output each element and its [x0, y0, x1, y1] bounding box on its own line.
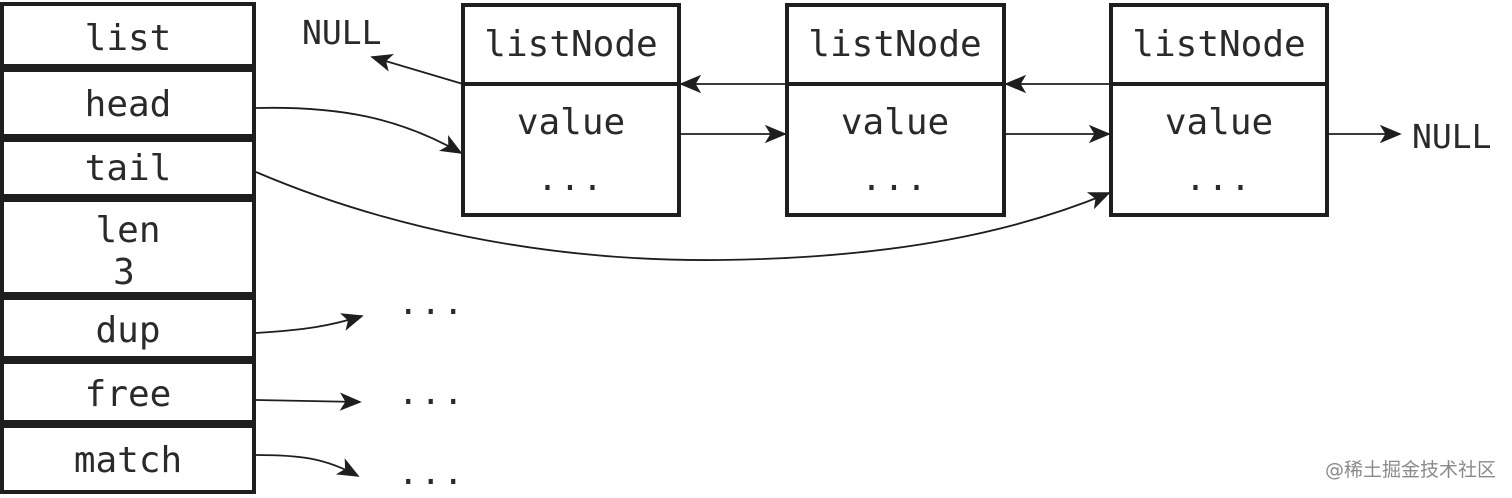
- match-cell: [0, 424, 256, 494]
- list-node-2-value: value: [841, 102, 949, 143]
- watermark-text: @稀土掘金技术社区: [1325, 459, 1496, 481]
- free-pointer-arrow: [255, 392, 362, 411]
- len-label: len: [95, 210, 160, 251]
- null-left-label: NULL: [302, 13, 381, 52]
- dup-target-ellipsis: ...: [398, 283, 465, 323]
- match-label: match: [74, 440, 182, 481]
- list-node-1-value: value: [517, 102, 625, 143]
- list-node-2-title: listNode: [808, 24, 981, 65]
- list-node-1-title-cell: [461, 3, 681, 86]
- list-header-label: list: [85, 18, 172, 59]
- list-node-3-value: value: [1165, 102, 1273, 143]
- free-target-ellipsis: ...: [398, 373, 465, 413]
- free-label: free: [85, 374, 172, 415]
- null-right-label: NULL: [1412, 117, 1491, 156]
- match-target-ellipsis: ...: [398, 453, 465, 493]
- list-node-2: listNode value ...: [785, 3, 1006, 217]
- tail-label: tail: [85, 148, 172, 189]
- list-node-1-body-cell: [461, 82, 681, 217]
- list-header-cell: [0, 2, 256, 68]
- list-node-2-more: ...: [861, 159, 928, 199]
- len-cell: [0, 198, 256, 296]
- len-value: 3: [113, 252, 135, 293]
- pointer-arrows: [255, 53, 1402, 477]
- list-node-2-title-cell: [785, 3, 1006, 86]
- list-struct: list head tail len 3 dup free match: [0, 2, 256, 494]
- dup-label: dup: [95, 310, 160, 351]
- head-pointer-arrow: [255, 106, 463, 154]
- list-node-3-more: ...: [1185, 159, 1252, 199]
- head-label: head: [85, 84, 172, 125]
- tail-cell: [0, 138, 256, 198]
- list-node-2-body-cell: [785, 82, 1006, 217]
- node1-prev-to-null-arrow: [370, 53, 464, 85]
- list-node-3-title: listNode: [1132, 24, 1305, 65]
- head-cell: [0, 68, 256, 138]
- list-node-3: listNode value ...: [1109, 3, 1329, 217]
- list-node-1-title: listNode: [484, 24, 657, 65]
- list-node-1-more: ...: [537, 159, 604, 199]
- dup-cell: [0, 296, 256, 360]
- list-node-1: listNode value ...: [461, 3, 681, 217]
- match-pointer-arrow: [255, 454, 360, 477]
- tail-pointer-arrow: [255, 171, 1111, 261]
- free-cell: [0, 360, 256, 424]
- dup-pointer-arrow: [255, 313, 364, 334]
- list-node-3-title-cell: [1109, 3, 1329, 86]
- list-node-3-body-cell: [1109, 82, 1329, 217]
